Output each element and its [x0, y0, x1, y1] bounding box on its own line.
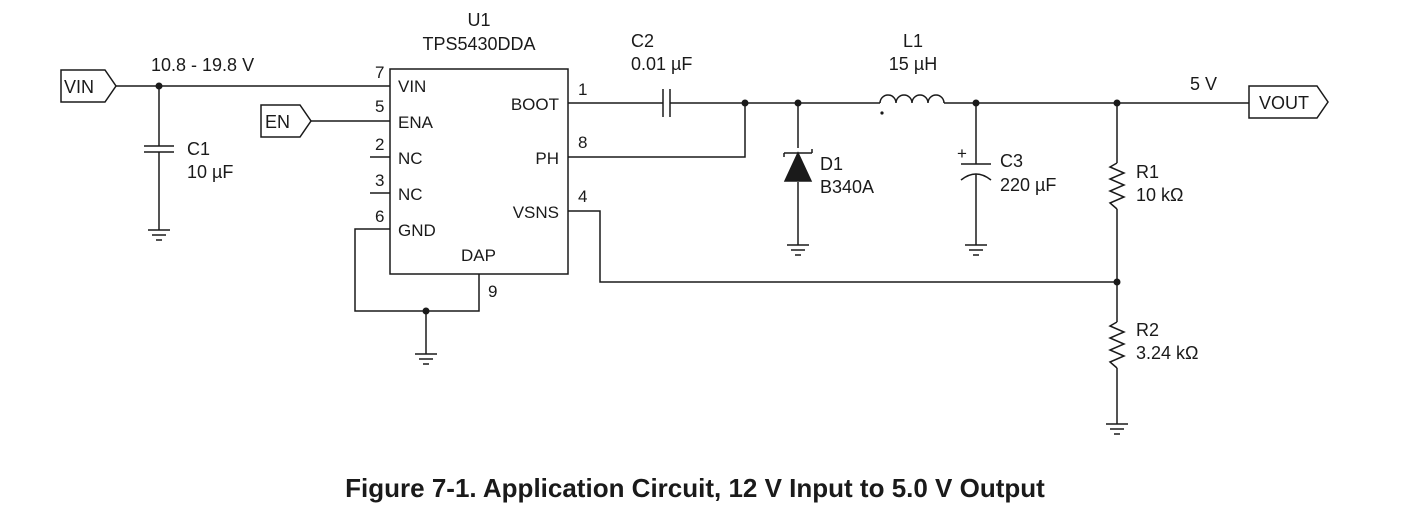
ground-d1	[787, 244, 809, 256]
port-vin: VIN	[60, 69, 117, 103]
input-range-label: 10.8 - 19.8 V	[151, 55, 254, 75]
pin-7-number: 7	[375, 63, 384, 82]
ground-c3	[965, 244, 987, 256]
l1-value: 15 µH	[889, 54, 937, 74]
l1-polarity-dot	[880, 111, 884, 115]
ground-r2	[1106, 423, 1128, 435]
diode-d1: D1 B340A	[783, 149, 874, 197]
junctions	[155, 82, 1121, 315]
pin-8-name: PH	[535, 149, 559, 168]
resistor-r2: R2 3.24 kΩ	[1108, 320, 1199, 369]
capacitor-c2: C2 0.01 µF	[631, 31, 692, 117]
junction-dot	[155, 82, 163, 90]
junction-dot	[741, 99, 749, 107]
junction-dot	[794, 99, 802, 107]
d1-value: B340A	[820, 177, 874, 197]
ic-ref: U1	[467, 10, 490, 30]
c1-ref: C1	[187, 139, 210, 159]
inductor-l1: L1 15 µH	[879, 31, 945, 115]
r2-value: 3.24 kΩ	[1136, 343, 1199, 363]
c3-ref: C3	[1000, 151, 1023, 171]
pin-6-name: GND	[398, 221, 436, 240]
junction-dot	[1113, 278, 1121, 286]
ic-u1: U1 TPS5430DDA 7 VIN 5 ENA 2 NC 3 NC 6 GN…	[375, 10, 587, 301]
capacitor-c1: C1 10 µF	[144, 139, 233, 182]
pin-7-name: VIN	[398, 77, 426, 96]
c2-ref: C2	[631, 31, 654, 51]
pin-3-number: 3	[375, 171, 384, 190]
c2-value: 0.01 µF	[631, 54, 692, 74]
ic-part-number: TPS5430DDA	[422, 34, 535, 54]
pin-1-name: BOOT	[511, 95, 559, 114]
c3-value: 220 µF	[1000, 175, 1056, 195]
port-vin-label: VIN	[64, 77, 94, 97]
l1-ref: L1	[903, 31, 923, 51]
d1-ref: D1	[820, 154, 843, 174]
output-voltage-label: 5 V	[1190, 74, 1217, 94]
junction-dot	[972, 99, 980, 107]
port-en: EN	[260, 104, 312, 138]
junction-dot	[422, 307, 430, 315]
pin-9-number: 9	[488, 282, 497, 301]
pin-5-name: ENA	[398, 113, 434, 132]
capacitor-c3: + C3 220 µF	[957, 144, 1056, 195]
pin-8-number: 8	[578, 133, 587, 152]
port-en-label: EN	[265, 112, 290, 132]
r1-value: 10 kΩ	[1136, 185, 1183, 205]
pin-1-number: 1	[578, 80, 587, 99]
pin-4-name: VSNS	[513, 203, 559, 222]
c1-value: 10 µF	[187, 162, 233, 182]
pin-2-number: 2	[375, 135, 384, 154]
ground-c1	[148, 229, 170, 241]
port-vout: VOUT	[1248, 85, 1329, 119]
r1-ref: R1	[1136, 162, 1159, 182]
figure-caption: Figure 7-1. Application Circuit, 12 V In…	[345, 473, 1045, 503]
wires	[116, 85, 1249, 424]
c3-polarity: +	[957, 144, 967, 163]
pin-4-number: 4	[578, 187, 587, 206]
pin-5-number: 5	[375, 97, 384, 116]
ground-u1	[415, 353, 437, 365]
dap-label: DAP	[461, 246, 496, 265]
port-vout-label: VOUT	[1259, 93, 1309, 113]
r2-ref: R2	[1136, 320, 1159, 340]
pin-3-name: NC	[398, 185, 423, 204]
pin-2-name: NC	[398, 149, 423, 168]
junction-dot	[1113, 99, 1121, 107]
pin-6-number: 6	[375, 207, 384, 226]
resistor-r1: R1 10 kΩ	[1108, 162, 1183, 210]
